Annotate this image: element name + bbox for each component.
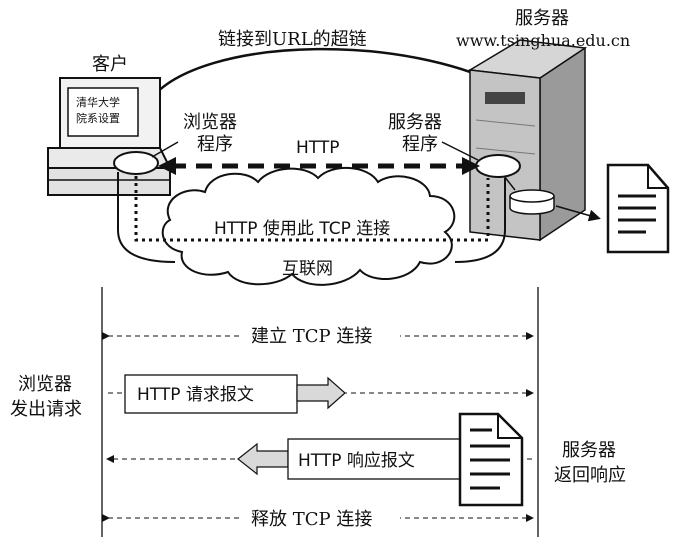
server-program-label-line2: 程序 — [402, 134, 438, 155]
client-computer: 清华大学 院系设置 — [47, 77, 172, 196]
release-tcp-label: 释放 TCP 连接 — [251, 509, 372, 530]
server-response-line2: 返回响应 — [554, 465, 626, 486]
request-block-arrow — [296, 376, 346, 410]
http-arrow-left-head — [158, 157, 176, 175]
http-request-box — [124, 374, 298, 414]
client-label: 客户 — [92, 54, 128, 75]
server-url: www.tsinghua.edu.cn — [456, 31, 630, 50]
server-cloud-link — [454, 178, 506, 263]
screen-text-line1: 清华大学 — [76, 95, 120, 109]
http-label: HTTP — [296, 138, 340, 158]
client-cloud-link — [117, 172, 176, 263]
server-drive-slot — [485, 92, 525, 104]
screen-text-line2: 院系设置 — [76, 111, 120, 125]
tcp-dotted-connection — [134, 176, 490, 242]
hyperlink-arc — [149, 47, 526, 101]
server-response-line1: 服务器 — [562, 440, 616, 461]
internet-label: 互联网 — [282, 259, 333, 279]
document-icon-top — [606, 163, 670, 254]
server-program-label-line1: 服务器 — [388, 112, 442, 133]
browser-request-line1: 浏览器 — [18, 374, 72, 395]
browser-label-line1: 浏览器 — [183, 112, 237, 133]
client-screen — [67, 87, 139, 137]
establish-tcp-label: 建立 TCP 连接 — [251, 326, 372, 347]
browser-request-line2: 发出请求 — [10, 399, 82, 420]
http-response-label: HTTP 响应报文 — [298, 451, 415, 471]
server-title: 服务器 — [515, 8, 569, 29]
browser-label-line2: 程序 — [197, 134, 233, 155]
http-arrow-right-head — [462, 157, 480, 175]
browser-program-node — [113, 151, 159, 175]
document-icon-bottom — [458, 412, 524, 507]
url-link-label: 链接到URL的超链 — [218, 29, 367, 50]
response-block-arrow — [237, 442, 289, 476]
tcp-cloud-label: HTTP 使用此 TCP 连接 — [214, 218, 390, 239]
server-program-node — [475, 154, 521, 178]
internet-cloud — [161, 166, 456, 286]
http-request-label: HTTP 请求报文 — [137, 385, 254, 405]
server-disk-icon — [509, 189, 555, 215]
